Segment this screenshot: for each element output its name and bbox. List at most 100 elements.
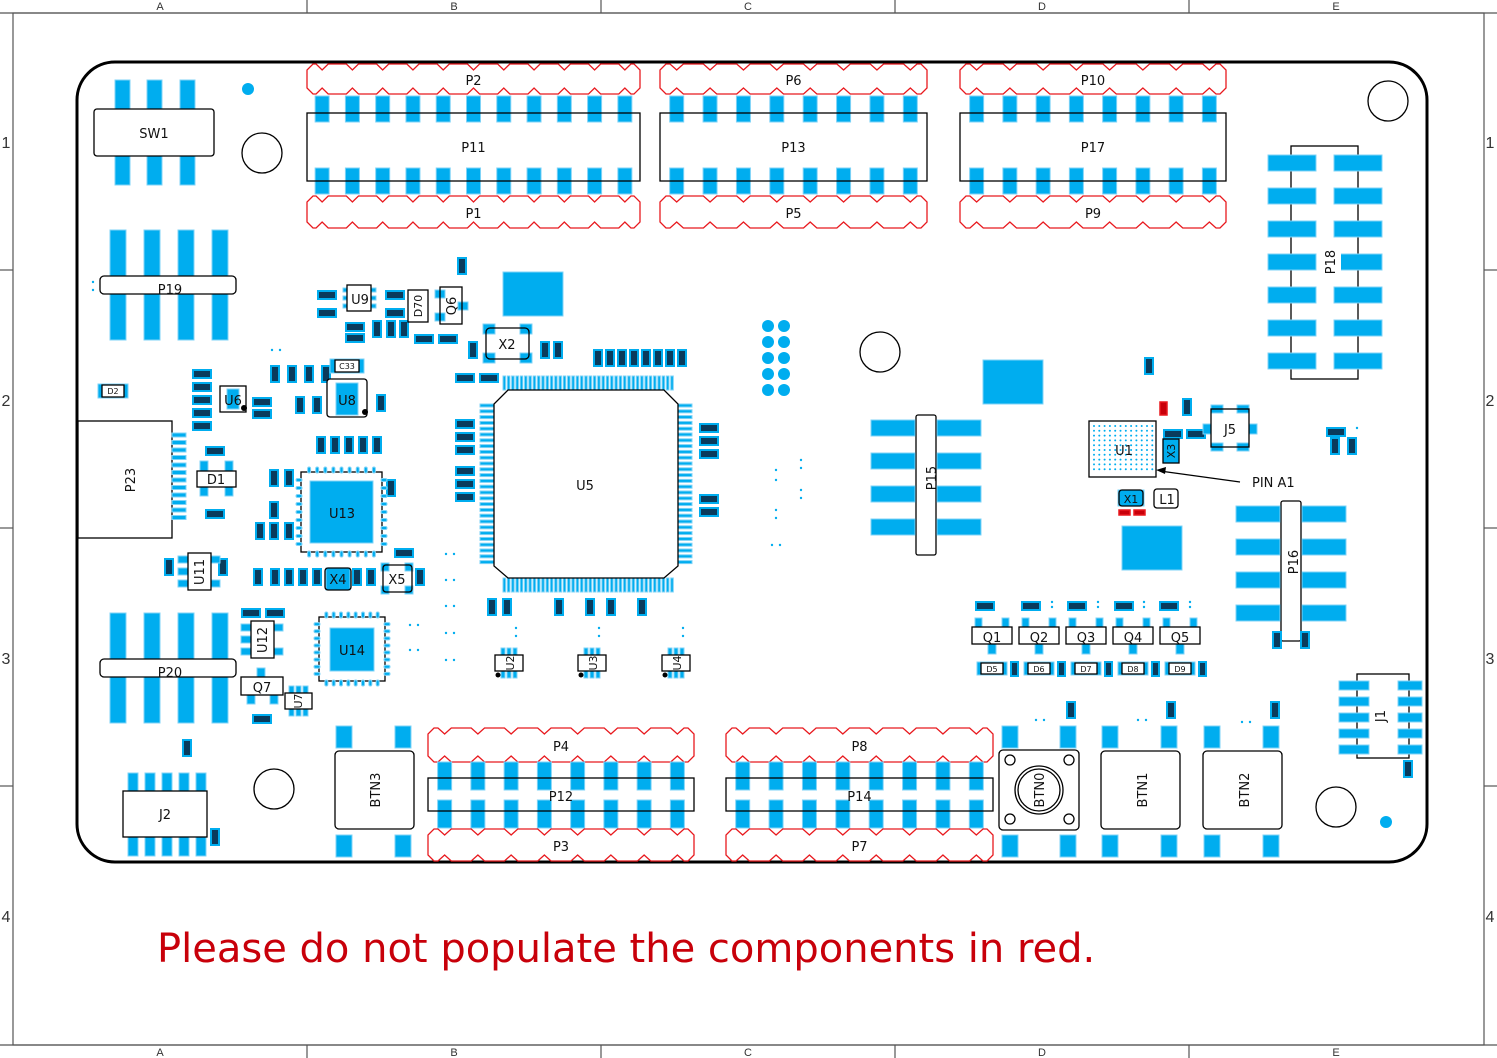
pad	[503, 761, 519, 791]
component-x5[interactable]: X5	[380, 562, 414, 595]
component-u2[interactable]: U2	[494, 647, 524, 679]
pin	[558, 375, 563, 391]
component-x3[interactable]: X3	[1162, 438, 1180, 464]
passive-component	[255, 522, 265, 540]
component-q2[interactable]: Q2	[1018, 617, 1060, 655]
component-j1[interactable]: J1	[1338, 673, 1423, 759]
component-btn1[interactable]: BTN1	[1100, 725, 1181, 858]
pin-a1-label: PIN A1	[1252, 476, 1295, 491]
pin	[579, 577, 584, 593]
component-q5[interactable]: Q5	[1159, 617, 1201, 655]
component-u11[interactable]: U11	[177, 552, 221, 591]
component-p6[interactable]: P6	[659, 63, 928, 95]
via	[774, 508, 778, 512]
component-p14[interactable]: P14	[725, 777, 994, 812]
component-u7[interactable]: U7	[284, 685, 313, 717]
component-p4[interactable]: P4	[427, 727, 695, 763]
pin	[375, 611, 380, 619]
component-btn2[interactable]: BTN2	[1202, 725, 1283, 858]
ball	[1140, 458, 1143, 461]
component-d6[interactable]: D6	[1023, 661, 1055, 676]
component-d2[interactable]: D2	[97, 383, 129, 399]
component-d7[interactable]: D7	[1070, 661, 1102, 676]
pad	[835, 761, 851, 791]
test-point	[762, 320, 774, 332]
component-p5[interactable]: P5	[659, 195, 928, 229]
component-u5[interactable]: U5	[479, 375, 693, 593]
component-p11[interactable]: P11	[306, 112, 641, 182]
pin	[597, 577, 601, 593]
component-p13[interactable]: P13	[659, 112, 928, 182]
passive-component	[554, 598, 564, 616]
pad	[870, 452, 916, 470]
ball	[1114, 444, 1117, 447]
component-u6[interactable]: U6	[219, 385, 247, 413]
component-c33[interactable]: C33	[329, 358, 365, 374]
component-p10[interactable]: P10	[959, 63, 1227, 95]
ball	[1114, 463, 1117, 466]
ball	[1119, 453, 1122, 456]
component-j5[interactable]: J5	[1202, 404, 1258, 452]
component-q1[interactable]: Q1	[971, 617, 1013, 655]
component-x4[interactable]: X4	[324, 567, 352, 591]
component-u3[interactable]: U3	[577, 647, 607, 679]
component-x1[interactable]: X1	[1117, 489, 1145, 507]
q7-label: Q7	[253, 681, 272, 696]
component-d9[interactable]: D9	[1164, 661, 1196, 676]
component-p16[interactable]	[1235, 500, 1347, 642]
component-p17[interactable]: P17	[959, 112, 1227, 182]
component-u8[interactable]: U8	[326, 378, 368, 418]
component-d5[interactable]: D5	[976, 661, 1008, 676]
component-q4[interactable]: Q4	[1112, 617, 1154, 655]
p2-label: P2	[465, 74, 481, 89]
component-p3[interactable]: P3	[427, 828, 695, 862]
component-btn0[interactable]: BTN0	[998, 725, 1080, 858]
component-u12[interactable]: U12	[240, 620, 284, 659]
component-u1[interactable]: U1	[1088, 420, 1157, 478]
component-p15[interactable]	[870, 414, 982, 556]
component-p23[interactable]: P23	[77, 420, 187, 539]
component-u4[interactable]: U4	[661, 647, 691, 679]
component-q3[interactable]: Q3	[1065, 617, 1107, 655]
column-label-e: E	[1332, 1, 1339, 13]
component-p1[interactable]: P1	[306, 195, 641, 229]
ball	[1135, 429, 1138, 432]
pad	[1102, 95, 1118, 123]
pin	[383, 629, 391, 634]
component-sw1[interactable]: SW1	[93, 79, 215, 186]
component-p19[interactable]	[99, 229, 237, 341]
component-q7[interactable]: Q7	[240, 667, 284, 705]
passive-component	[605, 349, 615, 367]
component-p9[interactable]: P9	[959, 195, 1227, 229]
component-d70[interactable]: D70	[407, 289, 429, 323]
component-p8[interactable]: P8	[725, 727, 994, 763]
component-x2[interactable]: X2	[482, 323, 533, 364]
component-p7[interactable]: P7	[725, 828, 994, 862]
pad	[1267, 286, 1317, 304]
ball	[1146, 468, 1148, 471]
component-btn3[interactable]: BTN3	[334, 725, 415, 858]
component-j2[interactable]: J2	[122, 772, 208, 857]
ball	[1135, 468, 1138, 471]
pin1-marker	[662, 672, 668, 678]
q1-label: Q1	[983, 631, 1002, 646]
component-d8[interactable]: D8	[1117, 661, 1149, 676]
test-point	[762, 336, 774, 348]
component-l1[interactable]: L1	[1153, 488, 1179, 509]
component-p18[interactable]	[1267, 145, 1383, 380]
component-u14[interactable]: U14	[313, 611, 391, 687]
pad	[109, 674, 127, 724]
component-p12[interactable]: P12	[427, 777, 695, 812]
component-p20[interactable]	[99, 612, 237, 724]
p15-label: P15	[925, 466, 940, 490]
pin	[648, 375, 653, 391]
component-d1[interactable]: D1	[196, 460, 237, 497]
component-u13[interactable]: U13	[295, 466, 388, 558]
red-outline	[306, 195, 641, 229]
passive-component	[1010, 661, 1019, 677]
pad	[536, 761, 552, 791]
via	[452, 552, 456, 556]
component-q6[interactable]: Q6	[434, 286, 469, 325]
component-p2[interactable]: P2	[306, 63, 641, 95]
component-u9[interactable]: U9	[342, 284, 377, 312]
